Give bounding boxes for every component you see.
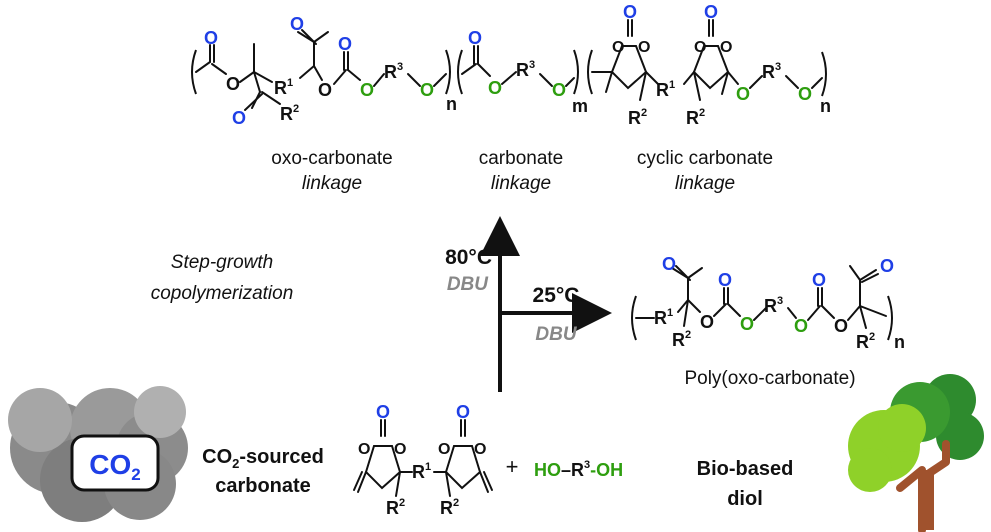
- label-carbonate: carbonate: [479, 148, 564, 169]
- r3-label: R3: [762, 61, 781, 82]
- ester-o: O: [318, 80, 332, 100]
- temp-80: 80°C: [445, 246, 492, 269]
- r1-label: R1: [412, 461, 431, 482]
- ester-o: O: [226, 74, 240, 94]
- subscript-n: n: [446, 94, 457, 114]
- carbonyl-o: O: [704, 2, 718, 22]
- bis-cyclic-carbonate-structure: O O O R2 R1 O O O R2: [353, 402, 493, 518]
- subscript-n: n: [820, 96, 831, 116]
- r3-label: R3: [516, 59, 535, 80]
- r3-label: R3: [384, 61, 403, 82]
- ring-o: O: [720, 39, 732, 56]
- ring-o: O: [474, 441, 486, 458]
- ring-o: O: [438, 441, 450, 458]
- product-subscript-n: n: [894, 332, 905, 352]
- plus-sign: +: [506, 454, 519, 479]
- carbonyl-o: O: [880, 256, 894, 276]
- green-o: O: [740, 314, 754, 334]
- label-linkage-3: linkage: [675, 173, 735, 194]
- carbonyl-o: O: [623, 2, 637, 22]
- carbonyl-o: O: [812, 270, 826, 290]
- r2-label: R2: [686, 107, 705, 128]
- co2-cloud-icon: CO2: [8, 386, 188, 522]
- co2-label: CO2: [89, 449, 140, 484]
- carbonyl-o: O: [376, 402, 390, 422]
- ring-o: O: [394, 441, 406, 458]
- r2-label: R2: [440, 497, 459, 518]
- product-name: Poly(oxo-carbonate): [684, 368, 855, 389]
- process-title-line1: Step-growth: [171, 252, 273, 273]
- poly-oxo-carbonate-structure: R1 O R2 O O O R3 O O O O R2: [631, 254, 905, 352]
- green-o: O: [798, 84, 812, 104]
- green-o: O: [488, 78, 502, 98]
- r1-label: R1: [654, 307, 673, 328]
- carbonyl-o: O: [290, 14, 304, 34]
- temp-25: 25°C: [533, 284, 580, 307]
- green-o: O: [794, 316, 808, 336]
- r2-label: R2: [386, 497, 405, 518]
- ester-o: O: [700, 312, 714, 332]
- ring-o: O: [612, 39, 624, 56]
- label-oxo-carbonate: oxo-carbonate: [271, 148, 392, 169]
- ring-o: O: [638, 39, 650, 56]
- carbonyl-o: O: [718, 270, 732, 290]
- r2-label: R2: [672, 329, 691, 350]
- r3-label: R3: [764, 295, 783, 316]
- label-cyclic-carbonate: cyclic carbonate: [637, 148, 773, 169]
- biobased-line1: Bio-based: [697, 458, 794, 480]
- catalyst-dbu-1: DBU: [447, 274, 489, 295]
- biobased-line2: diol: [727, 488, 763, 510]
- catalyst-dbu-2: DBU: [535, 324, 577, 345]
- r1-label: R1: [274, 77, 293, 98]
- carbonyl-o: O: [338, 34, 352, 54]
- carbonyl-o: O: [204, 28, 218, 48]
- tree-icon: [848, 374, 984, 532]
- copolymer-structure: O O O R1 R2 O O O O R3 O n: [191, 2, 831, 128]
- diol-formula: HO–R3-OH: [534, 459, 623, 480]
- subscript-m: m: [572, 96, 588, 116]
- r1-label: R1: [656, 79, 675, 100]
- green-o: O: [552, 80, 566, 100]
- ester-o: O: [834, 316, 848, 336]
- r2-label: R2: [628, 107, 647, 128]
- green-o: O: [420, 80, 434, 100]
- ring-o: O: [358, 441, 370, 458]
- process-title-line2: copolymerization: [151, 283, 294, 304]
- carbonyl-o: O: [468, 28, 482, 48]
- carbonyl-o: O: [456, 402, 470, 422]
- carbonyl-o: O: [232, 108, 246, 128]
- label-linkage-2: linkage: [491, 173, 551, 194]
- green-o: O: [736, 84, 750, 104]
- label-linkage-1: linkage: [302, 173, 362, 194]
- carbonate-label-line1: CO2-sourced: [202, 446, 324, 471]
- ring-o: O: [694, 39, 706, 56]
- carbonyl-o: O: [662, 254, 676, 274]
- green-o: O: [360, 80, 374, 100]
- r2-label: R2: [856, 331, 875, 352]
- carbonate-label-line2: carbonate: [215, 475, 311, 497]
- r2-label: R2: [280, 103, 299, 124]
